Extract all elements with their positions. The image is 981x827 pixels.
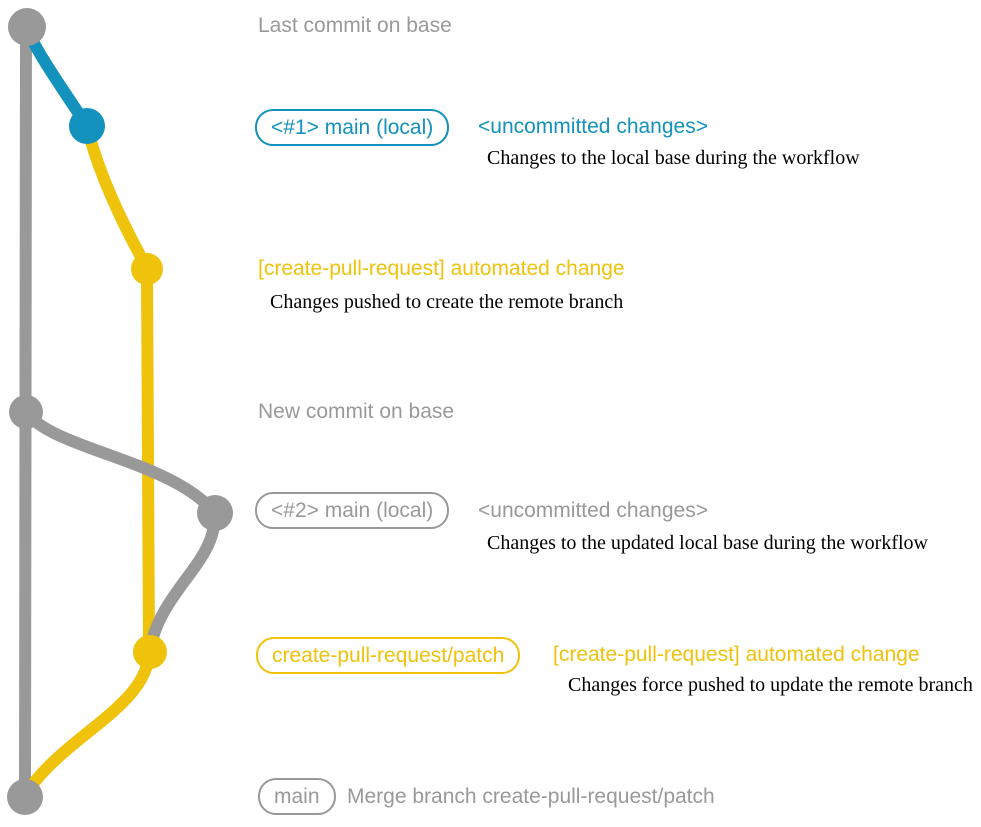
branch-tag-main-local-1: <#1> main (local) (255, 109, 450, 146)
commit-dot-merge (7, 779, 43, 815)
commit-dot-patch-1 (131, 253, 163, 285)
description-uncommitted-1: Changes to the local base during the wor… (487, 147, 860, 169)
branch-tag-main: main (258, 778, 336, 815)
commit-dot-patch-2 (133, 635, 167, 669)
branch-tag-main-local-2: <#2> main (local) (255, 492, 450, 529)
commit-message-merge: Merge branch create-pull-request/patch (347, 785, 715, 808)
commit-dot-local-main-2 (197, 495, 233, 531)
commit-message-uncommitted-2: <uncommitted changes> (478, 499, 708, 522)
commit-dot-last-base (8, 8, 46, 46)
commit-dot-new-base (9, 395, 43, 429)
branch-tag-patch: create-pull-request/patch (256, 637, 521, 674)
label-new-commit-on-base: New commit on base (258, 400, 455, 423)
commit-message-automated-change-2: [create-pull-request] automated change (553, 643, 920, 666)
description-automated-change-2: Changes force pushed to update the remot… (568, 674, 973, 696)
rebase-line (21, 407, 221, 656)
commit-dot-local-main-1 (69, 108, 105, 144)
commit-message-automated-change-1: [create-pull-request] automated change (258, 257, 625, 280)
description-automated-change-1: Changes pushed to create the remote bran… (270, 291, 624, 313)
commit-message-uncommitted-1: <uncommitted changes> (478, 115, 708, 138)
description-uncommitted-2: Changes to the updated local base during… (487, 532, 928, 554)
label-last-commit-on-base: Last commit on base (258, 14, 452, 37)
